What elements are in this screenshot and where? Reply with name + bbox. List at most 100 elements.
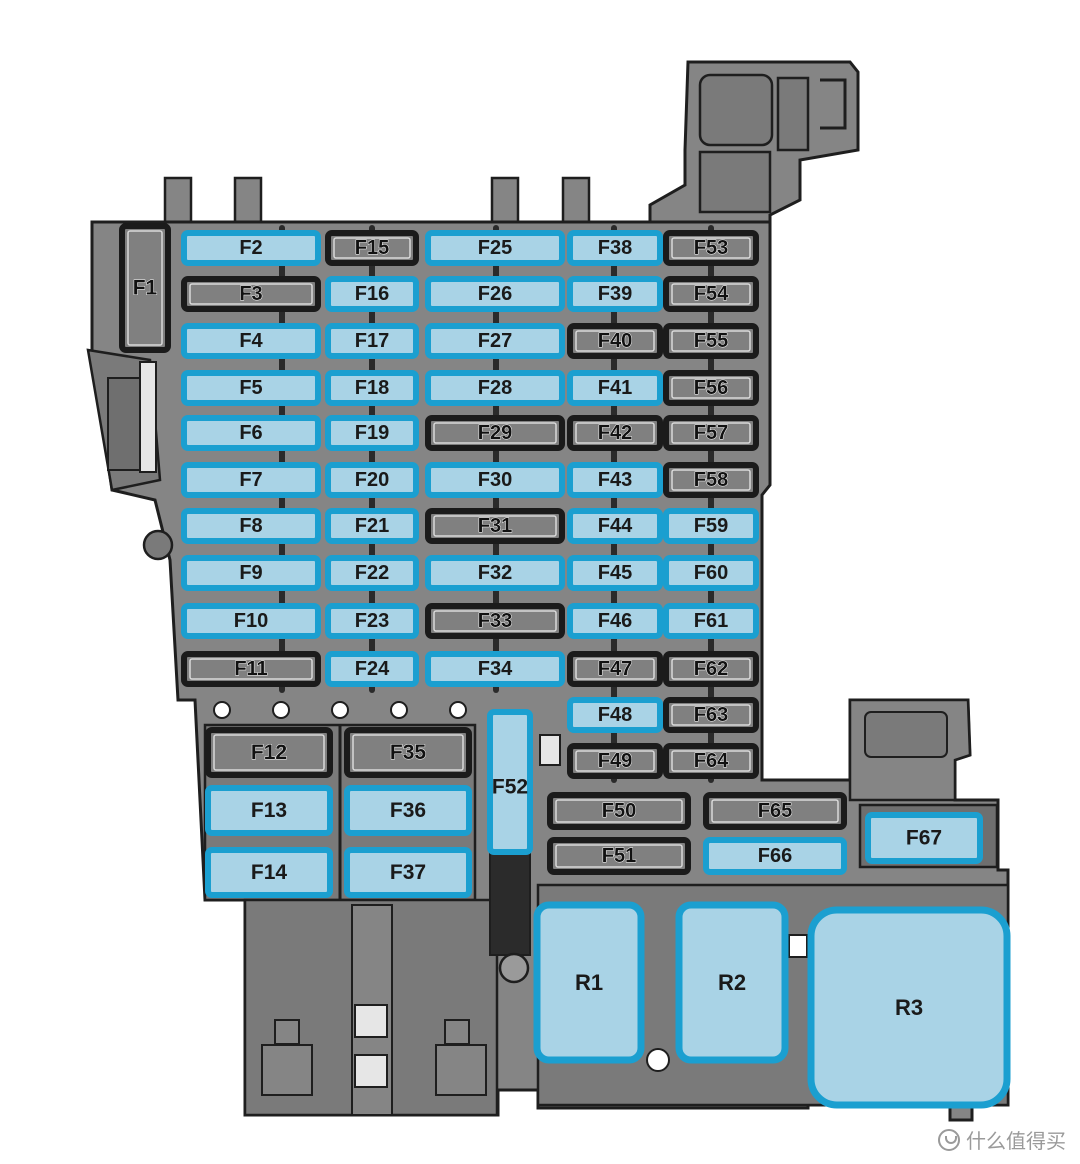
fuse-body bbox=[181, 370, 321, 406]
fuse-body bbox=[181, 230, 321, 266]
fuse-f10: F10 bbox=[181, 603, 321, 639]
fuse-label: F27 bbox=[478, 330, 512, 352]
fuse-label: F64 bbox=[694, 750, 729, 772]
fuse-label: F40 bbox=[598, 330, 632, 352]
fuse-f15: F15 bbox=[325, 230, 419, 266]
fuse-body bbox=[663, 743, 759, 779]
fuse-f36: F36 bbox=[344, 785, 472, 836]
relay-label: R1 bbox=[575, 970, 603, 995]
fuse-inner-highlight bbox=[671, 422, 751, 444]
fuse-f6: F6 bbox=[181, 415, 321, 451]
fuse-body bbox=[425, 603, 565, 639]
fuse-body bbox=[663, 651, 759, 687]
fuse-f67: F67 bbox=[865, 812, 983, 864]
relay-label: R3 bbox=[895, 995, 923, 1020]
fuse-body bbox=[567, 743, 663, 779]
fuse-label: F8 bbox=[239, 515, 262, 537]
fuse-f25: F25 bbox=[425, 230, 565, 266]
fuse-body bbox=[181, 603, 321, 639]
fuse-label: F34 bbox=[478, 658, 513, 680]
fuse-label: F54 bbox=[694, 283, 729, 305]
fuse-label: F58 bbox=[694, 469, 728, 491]
fuse-body bbox=[344, 727, 472, 778]
fuse-body bbox=[567, 508, 663, 544]
fuse-label: F51 bbox=[602, 845, 636, 867]
fuse-f14: F14 bbox=[205, 847, 333, 898]
fuse-label: F4 bbox=[239, 330, 263, 352]
fuse-label: F45 bbox=[598, 562, 632, 584]
fuse-label: F44 bbox=[598, 515, 633, 537]
fuse-f33: F33 bbox=[425, 603, 565, 639]
fuse-label: F41 bbox=[598, 377, 632, 399]
fuse-f8: F8 bbox=[181, 508, 321, 544]
fuse-label: F59 bbox=[694, 515, 728, 537]
fuse-body bbox=[325, 276, 419, 312]
fuse-f46: F46 bbox=[567, 603, 663, 639]
relay-r3: R3 bbox=[807, 906, 1011, 1109]
fuse-f32: F32 bbox=[425, 555, 565, 591]
fuse-label: F7 bbox=[239, 469, 262, 491]
fuse-label: F36 bbox=[390, 799, 426, 822]
fuse-inner-highlight bbox=[575, 658, 655, 680]
fuse-body bbox=[119, 223, 171, 353]
fuse-body bbox=[181, 462, 321, 498]
fuse-f41: F41 bbox=[567, 370, 663, 406]
fuse-inner-highlight bbox=[213, 734, 325, 771]
fuse-label: F57 bbox=[694, 422, 728, 444]
fuse-f55: F55 bbox=[663, 323, 759, 359]
fuse-body bbox=[344, 785, 472, 836]
fuse-f30: F30 bbox=[425, 462, 565, 498]
fuse-label: F37 bbox=[390, 861, 426, 884]
fuse-body bbox=[344, 847, 472, 898]
fuse-f43: F43 bbox=[567, 462, 663, 498]
fuse-f21: F21 bbox=[325, 508, 419, 544]
fuse-label: F17 bbox=[355, 330, 389, 352]
fuse-body bbox=[325, 603, 419, 639]
fuse-label: F21 bbox=[355, 515, 389, 537]
fuse-group: F1F2F3F4F5F6F7F8F9F10F11F12F13F14F15F16F… bbox=[119, 223, 983, 898]
relay-label: R2 bbox=[718, 970, 746, 995]
fuse-body bbox=[325, 555, 419, 591]
fuse-body bbox=[567, 230, 663, 266]
fuse-label: F49 bbox=[598, 750, 632, 772]
fuse-inner-highlight bbox=[671, 704, 751, 726]
fuse-inner-highlight bbox=[433, 610, 557, 632]
fuse-f61: F61 bbox=[663, 603, 759, 639]
fuse-inner-highlight bbox=[555, 799, 683, 823]
fuse-label: F46 bbox=[598, 610, 632, 632]
fuse-label: F6 bbox=[239, 422, 262, 444]
fuse-body bbox=[567, 323, 663, 359]
fuse-label: F14 bbox=[251, 861, 288, 884]
fuse-body bbox=[325, 323, 419, 359]
fuse-label: F47 bbox=[598, 658, 632, 680]
fuse-label: F1 bbox=[133, 277, 158, 300]
fuse-label: F5 bbox=[239, 377, 262, 399]
relay-body bbox=[807, 906, 1011, 1109]
fuse-body bbox=[325, 370, 419, 406]
fuse-inner-highlight bbox=[711, 799, 839, 823]
fuse-label: F35 bbox=[390, 741, 427, 764]
relay-r1: R1 bbox=[533, 901, 645, 1064]
fuse-label: F38 bbox=[598, 237, 632, 259]
fuse-label: F16 bbox=[355, 283, 389, 305]
fuse-label: F65 bbox=[758, 800, 792, 822]
fuse-inner-highlight bbox=[671, 330, 751, 352]
fuse-body bbox=[703, 792, 847, 830]
fuse-f58: F58 bbox=[663, 462, 759, 498]
fuse-inner-highlight bbox=[127, 230, 163, 346]
fuse-body bbox=[567, 651, 663, 687]
fuse-label: F32 bbox=[478, 562, 512, 584]
fuse-body bbox=[425, 230, 565, 266]
fuse-f23: F23 bbox=[325, 603, 419, 639]
fuse-label: F12 bbox=[251, 741, 287, 764]
fuse-body bbox=[567, 555, 663, 591]
fuse-body bbox=[425, 323, 565, 359]
fuse-inner-highlight bbox=[575, 750, 655, 772]
fuse-label: F61 bbox=[694, 610, 728, 632]
fuse-body bbox=[663, 323, 759, 359]
fuse-f35: F35 bbox=[344, 727, 472, 778]
fuse-f45: F45 bbox=[567, 555, 663, 591]
fuse-body bbox=[567, 603, 663, 639]
